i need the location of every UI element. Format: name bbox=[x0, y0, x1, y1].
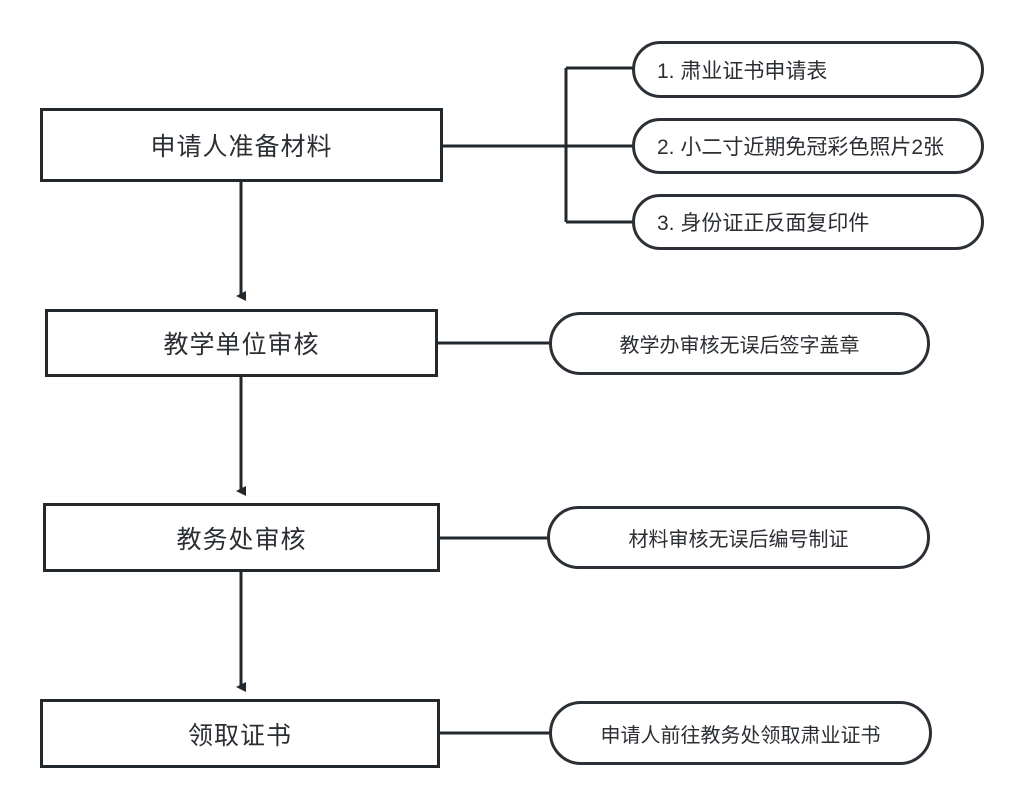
process-node-label: 教务处审核 bbox=[176, 525, 307, 554]
note-node-collect-at-academic-office[interactable]: 申请人前往教务处领取肃业证书 bbox=[549, 701, 932, 765]
process-node-academic-affairs-review[interactable]: 教务处审核 bbox=[43, 503, 440, 572]
connector-prepare-to-materials bbox=[443, 66, 634, 224]
process-node-label: 教学单位审核 bbox=[163, 331, 320, 359]
material-item-id-copy[interactable]: 3. 身份证正反面复印件 bbox=[632, 194, 984, 250]
material-item-label: 3. 身份证正反面复印件 bbox=[657, 212, 870, 235]
material-item-application-form[interactable]: 1. 肃业证书申请表 bbox=[632, 41, 984, 98]
material-item-label: 1. 肃业证书申请表 bbox=[657, 59, 828, 83]
process-node-prepare-materials[interactable]: 申请人准备材料 bbox=[40, 108, 443, 182]
note-node-numbering-certificate[interactable]: 材料审核无误后编号制证 bbox=[547, 506, 930, 569]
note-node-teaching-office-sign-seal[interactable]: 教学办审核无误后签字盖章 bbox=[549, 312, 930, 375]
process-node-teaching-unit-review[interactable]: 教学单位审核 bbox=[45, 309, 438, 377]
process-node-label: 申请人准备材料 bbox=[150, 133, 333, 161]
note-node-label: 材料审核无误后编号制证 bbox=[628, 529, 849, 551]
note-node-label: 申请人前往教务处领取肃业证书 bbox=[600, 724, 881, 747]
material-item-photos[interactable]: 2. 小二寸近期免冠彩色照片2张 bbox=[632, 118, 984, 174]
process-node-collect-certificate[interactable]: 领取证书 bbox=[40, 699, 440, 768]
note-node-label: 教学办审核无误后签字盖章 bbox=[619, 335, 860, 357]
material-item-label: 2. 小二寸近期免冠彩色照片2张 bbox=[657, 136, 945, 159]
process-node-label: 领取证书 bbox=[187, 721, 292, 750]
